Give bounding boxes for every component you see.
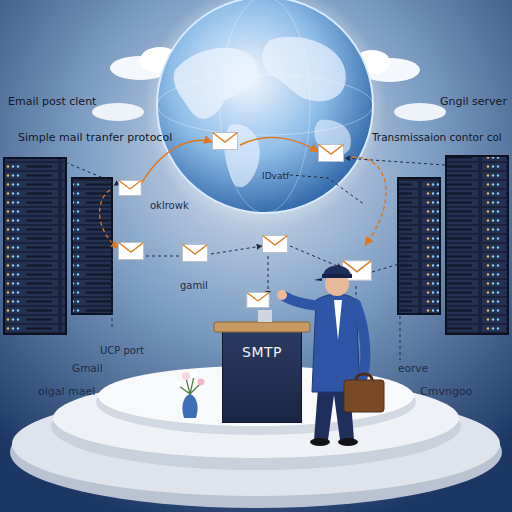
route-arrows-part bbox=[345, 158, 445, 165]
server-label: Gngil server bbox=[440, 96, 507, 108]
postman-figure-part bbox=[356, 374, 372, 380]
node-label: SMTP bbox=[242, 344, 282, 360]
podium-top-part bbox=[258, 310, 272, 322]
route-label: gamil bbox=[180, 280, 208, 291]
route-arrows-part bbox=[290, 246, 342, 268]
globe-part bbox=[157, 0, 373, 213]
route-label: oklrowk bbox=[150, 200, 189, 211]
client-label: Email post clent bbox=[8, 96, 96, 108]
postman-figure-part bbox=[310, 438, 330, 446]
server-racks-left-part bbox=[4, 158, 66, 334]
route-arrows-part bbox=[400, 262, 401, 360]
server-racks-right-part bbox=[446, 156, 508, 334]
server-racks-right-part bbox=[398, 178, 440, 314]
postman-figure-part bbox=[356, 304, 365, 380]
globe bbox=[143, 0, 387, 227]
envelopes-part bbox=[263, 236, 288, 253]
stage-label: eorve bbox=[398, 363, 428, 375]
envelopes-part bbox=[319, 145, 344, 162]
envelopes-part bbox=[213, 133, 238, 150]
route-arrows-part bbox=[146, 256, 180, 257]
postman-figure-part bbox=[314, 388, 354, 440]
flower-vase-part bbox=[190, 370, 198, 378]
podium-top bbox=[214, 310, 310, 332]
route-label: IDvatf bbox=[262, 172, 289, 182]
postman-figure-part bbox=[322, 274, 352, 278]
postman-figure-part bbox=[323, 266, 351, 277]
port-label: UCP port bbox=[100, 345, 144, 356]
envelopes-part bbox=[119, 243, 144, 260]
server-racks-left bbox=[4, 158, 112, 334]
postman-figure-part bbox=[284, 296, 320, 306]
route-arrows-part bbox=[372, 252, 440, 272]
route-arrows-part bbox=[100, 190, 118, 248]
envelopes-part bbox=[247, 292, 269, 307]
postman-figure-part bbox=[325, 272, 349, 296]
route-arrows-part bbox=[290, 175, 365, 205]
globe-part bbox=[220, 0, 310, 213]
route-arrows-part bbox=[240, 137, 318, 152]
podium-top-part bbox=[214, 322, 310, 332]
postman-figure-part bbox=[334, 300, 342, 340]
envelopes bbox=[119, 133, 372, 308]
globe-part bbox=[143, 0, 387, 227]
envelopes-part bbox=[343, 261, 372, 281]
flower-vase-part bbox=[182, 372, 190, 380]
flower-vase-part bbox=[182, 394, 197, 418]
flower-vase-part bbox=[175, 381, 182, 388]
route-arrows-part bbox=[112, 240, 113, 330]
postman-figure-part bbox=[312, 294, 360, 392]
protocol-label: Simple mail tranfer protocol bbox=[18, 132, 172, 144]
postman-figure-part bbox=[277, 290, 287, 300]
smtp-podium: SMTP bbox=[222, 331, 302, 423]
clouds-part bbox=[394, 103, 446, 121]
postman-figure-part bbox=[344, 380, 384, 412]
globe-part bbox=[174, 48, 258, 119]
flower-vase bbox=[175, 370, 205, 418]
stage-label: Cmvngoo bbox=[420, 386, 472, 398]
postman-figure bbox=[277, 266, 384, 447]
route-arrows-part bbox=[60, 160, 120, 185]
globe-part bbox=[263, 37, 346, 101]
flower-vase-part bbox=[198, 379, 205, 386]
envelopes-part bbox=[119, 180, 141, 195]
server-racks-left-part bbox=[72, 178, 112, 314]
postman-figure-part bbox=[314, 278, 322, 281]
route-arrows-part bbox=[211, 246, 262, 254]
flower-vase-part bbox=[179, 376, 200, 394]
route-arrows-part bbox=[140, 140, 212, 186]
transmission-label: Transmissaion contor col bbox=[372, 132, 502, 144]
stage-label: Gmail bbox=[72, 363, 103, 375]
route-arrows-part bbox=[356, 286, 357, 365]
stage-label: olgal mael bbox=[38, 386, 95, 398]
route-arrows-part bbox=[345, 157, 386, 245]
route-arrows-part bbox=[268, 256, 269, 296]
clouds-part bbox=[92, 103, 144, 121]
envelopes-part bbox=[183, 245, 208, 262]
server-racks-right bbox=[398, 156, 508, 334]
postman-figure-part bbox=[338, 438, 358, 446]
